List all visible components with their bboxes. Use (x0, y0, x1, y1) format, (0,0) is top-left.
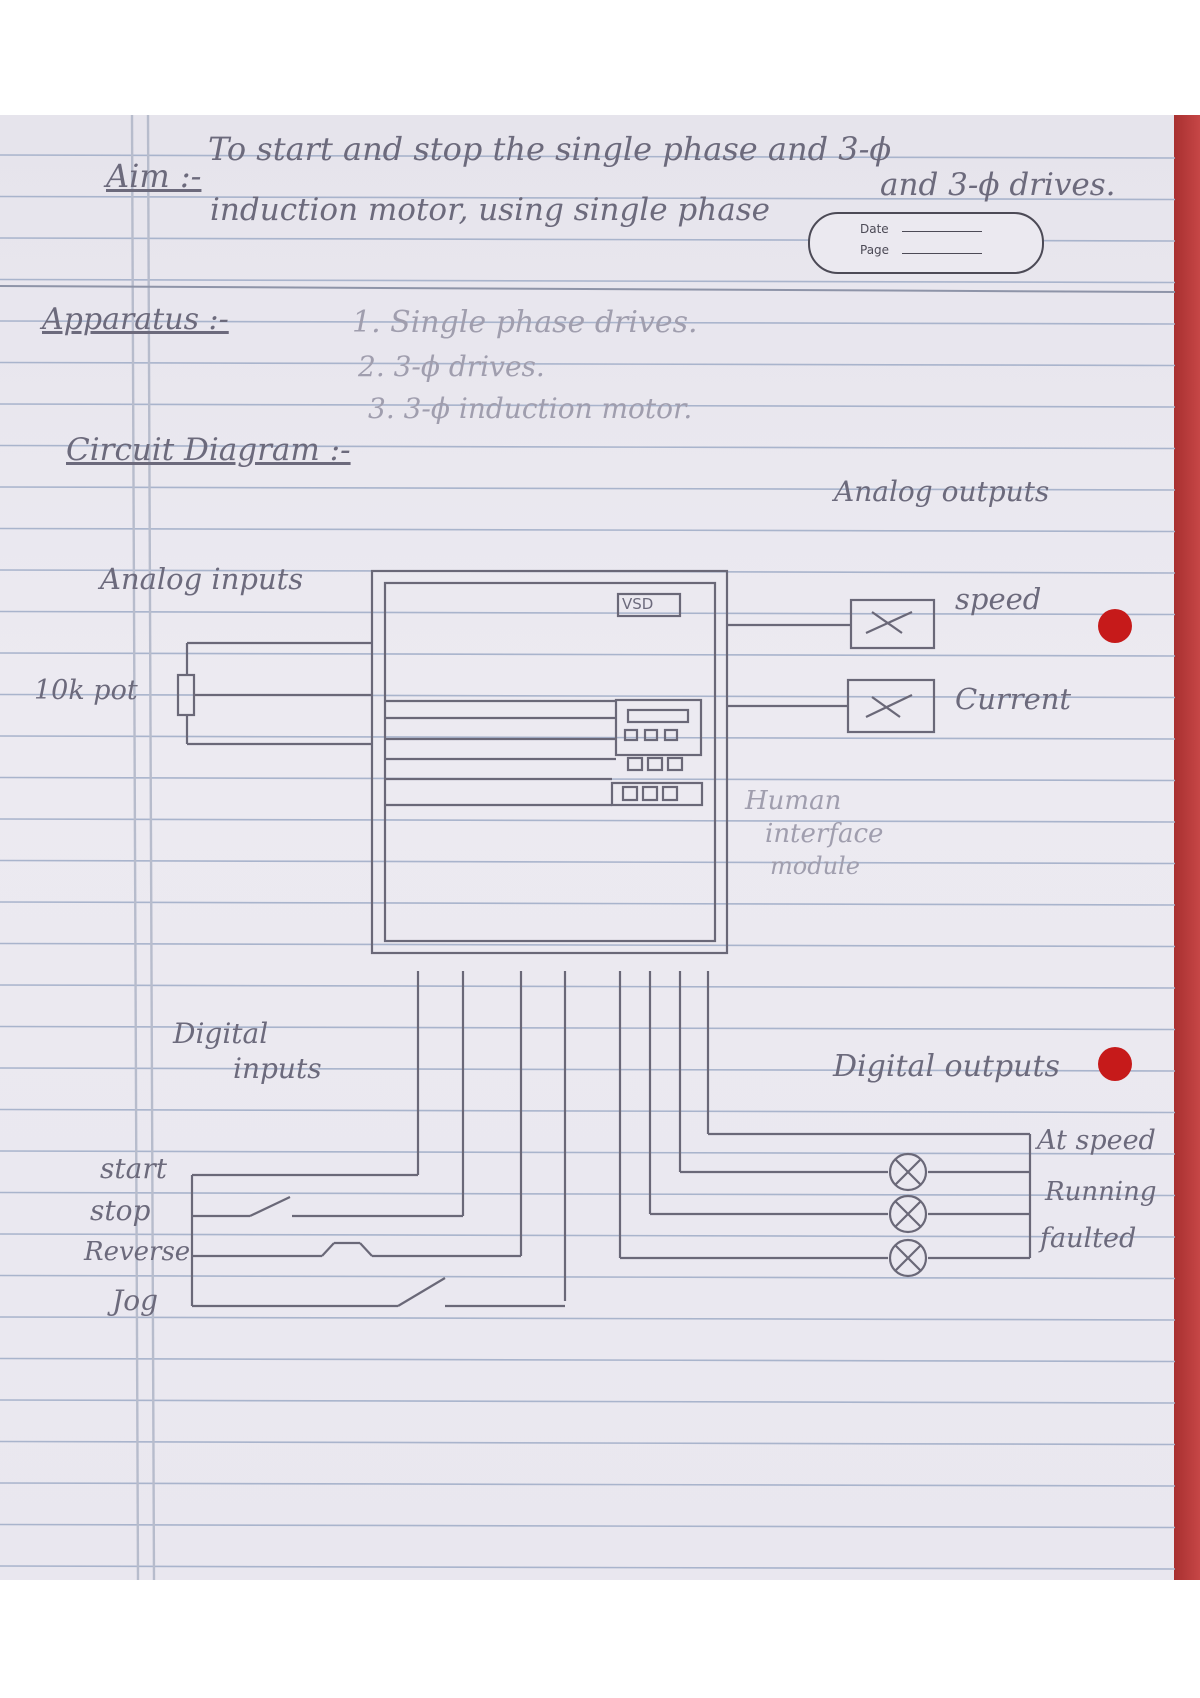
hmi-keypad (610, 698, 704, 807)
ruled-line (0, 1274, 1176, 1280)
hmi-label-3: module (770, 852, 860, 880)
at-speed-output-label: At speed (1037, 1125, 1156, 1156)
ruled-line (0, 1399, 1176, 1404)
speed-output-label: speed (955, 582, 1042, 616)
apparatus-label: Apparatus :- (42, 302, 229, 337)
apparatus-item-3: 3. 3-ϕ induction motor. (368, 392, 693, 425)
vsd-label-box (616, 592, 682, 618)
speed-meter (849, 598, 936, 650)
apparatus-item-1: 1. Single phase drives. (352, 305, 698, 340)
pot-label: 10k pot (34, 675, 138, 706)
faulted-output-label: faulted (1040, 1223, 1137, 1254)
ruled-line (0, 1357, 1176, 1363)
stamp-date-label: Date (860, 222, 889, 236)
date-page-stamp: Date Page (808, 212, 1044, 274)
vsd-label: VSD (622, 595, 654, 613)
ruled-line (0, 984, 1176, 989)
ruled-line (0, 1482, 1176, 1487)
hmi-label-1: Human (745, 786, 842, 816)
reverse-input-label: Reverse (84, 1237, 191, 1267)
ruled-line (0, 320, 1176, 325)
red-binder-strip (1174, 115, 1200, 1580)
ruled-line (0, 1150, 1176, 1155)
ruled-line (0, 1523, 1176, 1529)
stop-input-label: stop (90, 1194, 151, 1227)
ruled-line (0, 1191, 1176, 1197)
ruled-line (0, 1233, 1176, 1238)
stamp-date-line (902, 231, 982, 232)
digital-inputs-label-1: Digital (173, 1017, 269, 1050)
ruled-line (0, 154, 1176, 159)
jog-input-label: Jog (112, 1284, 159, 1317)
hmi-label-2: interface (765, 819, 884, 849)
lamp-faulted (888, 1238, 928, 1278)
ruled-line (0, 818, 1176, 823)
apparatus-item-2: 2. 3-ϕ drives. (358, 350, 545, 383)
stamp-page-label: Page (860, 243, 890, 257)
aim-line-2-end: and 3-ϕ drives. (880, 167, 1116, 203)
ruled-line (0, 735, 1176, 740)
ruled-line (0, 403, 1176, 408)
ruled-line (0, 195, 1176, 201)
lamp-at-speed (888, 1152, 928, 1192)
circuit-diagram (0, 115, 1176, 1580)
red-marker-dot (1098, 1047, 1132, 1081)
ruled-line (0, 1025, 1176, 1031)
ruled-line (0, 527, 1176, 533)
drive-box-outer (370, 569, 729, 955)
notebook-page: Aim :- To start and stop the single phas… (0, 115, 1200, 1580)
stamp-page-line (902, 253, 982, 254)
analog-inputs-label: Analog inputs (100, 562, 304, 596)
drive-box-inner (383, 581, 717, 943)
ruled-line (0, 652, 1176, 657)
aim-label: Aim :- (106, 157, 202, 195)
ruled-line (0, 859, 1176, 865)
digital-inputs-label-2: inputs (233, 1052, 322, 1085)
current-meter (846, 678, 936, 734)
ruled-line (0, 1316, 1176, 1321)
ruled-line (0, 486, 1176, 491)
ruled-line (0, 361, 1176, 367)
lamp-running (888, 1194, 928, 1234)
ruled-line (0, 1440, 1176, 1446)
ruled-line (0, 444, 1176, 450)
ruled-line (0, 610, 1176, 616)
ruled-line (0, 901, 1176, 906)
ruled-line (0, 1565, 1176, 1570)
start-input-label: start (100, 1152, 167, 1185)
red-marker-dot (1098, 609, 1132, 643)
aim-line-1: To start and stop the single phase and 3… (208, 130, 892, 168)
current-output-label: Current (955, 682, 1072, 716)
aim-line-2: induction motor, using single phase (210, 192, 770, 228)
digital-outputs-label: Digital outputs (833, 1049, 1060, 1084)
circuit-diagram-heading: Circuit Diagram :- (66, 432, 351, 468)
analog-outputs-label: Analog outputs (834, 475, 1050, 508)
ruled-line (0, 278, 1176, 284)
running-output-label: Running (1045, 1177, 1157, 1207)
ruled-line (0, 1067, 1176, 1072)
ruled-line (0, 942, 1176, 948)
ruled-line (0, 1108, 1176, 1114)
